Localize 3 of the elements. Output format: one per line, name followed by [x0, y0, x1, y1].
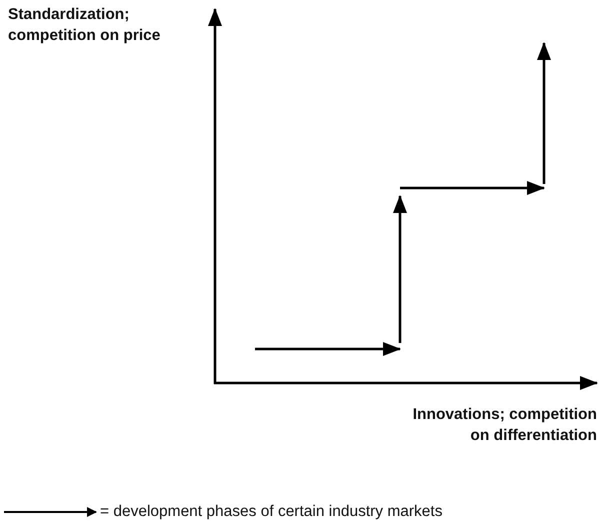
legend-text: = development phases of certain industry markets [100, 502, 442, 522]
axis-label: Innovations; competition on differentiation [412, 405, 597, 446]
axis-label: Standardization; competition on price [8, 5, 162, 46]
